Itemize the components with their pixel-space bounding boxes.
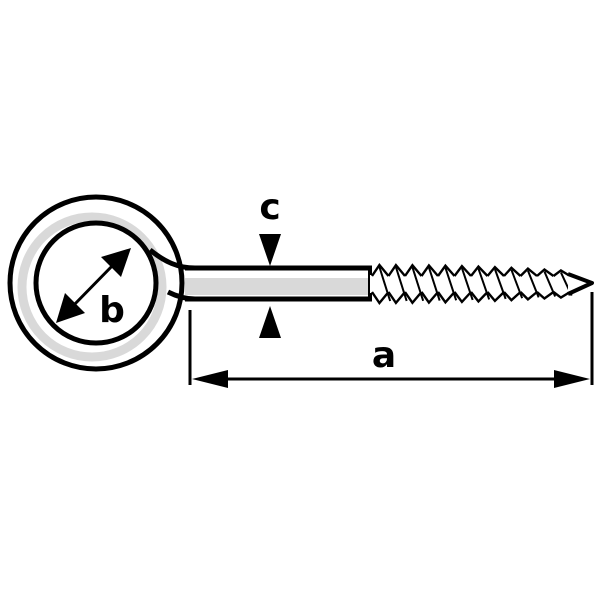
label-b: b [99, 290, 125, 331]
thread-flank [411, 266, 425, 302]
thread-tooth-bottom [552, 290, 571, 299]
shank [185, 265, 372, 302]
dimension-line-b [68, 260, 118, 311]
arrow-b-lower [56, 293, 85, 323]
thread-tooth-bottom [387, 291, 406, 305]
thread-tooth-bottom [420, 291, 439, 305]
thread-flank [444, 267, 458, 301]
screw-tip [567, 272, 594, 296]
thread-flank [394, 266, 408, 302]
thread-tooth-bottom [486, 291, 505, 303]
dimension-c: c [259, 187, 281, 338]
thread-tooth-bottom [503, 291, 522, 302]
threaded-section [370, 263, 575, 305]
arrow-b-upper [101, 248, 131, 277]
dimension-a: a [188, 292, 594, 388]
arrow-a-right [554, 370, 590, 388]
label-a: a [372, 335, 396, 376]
arrow-c-bottom [259, 306, 281, 338]
thread-core [370, 275, 575, 293]
eye-ring-shade [17, 212, 167, 362]
thread-flank [378, 266, 392, 302]
thread-tooth-bottom [519, 291, 538, 302]
thread-flank [477, 268, 491, 300]
thread-tooth-bottom [453, 291, 472, 304]
thread-tooth-bottom [437, 291, 456, 305]
dimension-b: b [56, 248, 131, 331]
thread-flank [427, 267, 441, 301]
thread-flank [493, 268, 507, 300]
shank-shade [185, 278, 370, 295]
label-c: c [259, 187, 280, 228]
thread-tooth-bottom [404, 291, 423, 305]
thread-tooth-bottom [470, 291, 489, 304]
arrow-a-left [192, 370, 228, 388]
thread-flank [460, 267, 474, 301]
arrow-c-top [259, 234, 281, 266]
thread-tooth-bottom [371, 291, 390, 305]
thread-tooth-bottom [536, 291, 555, 301]
